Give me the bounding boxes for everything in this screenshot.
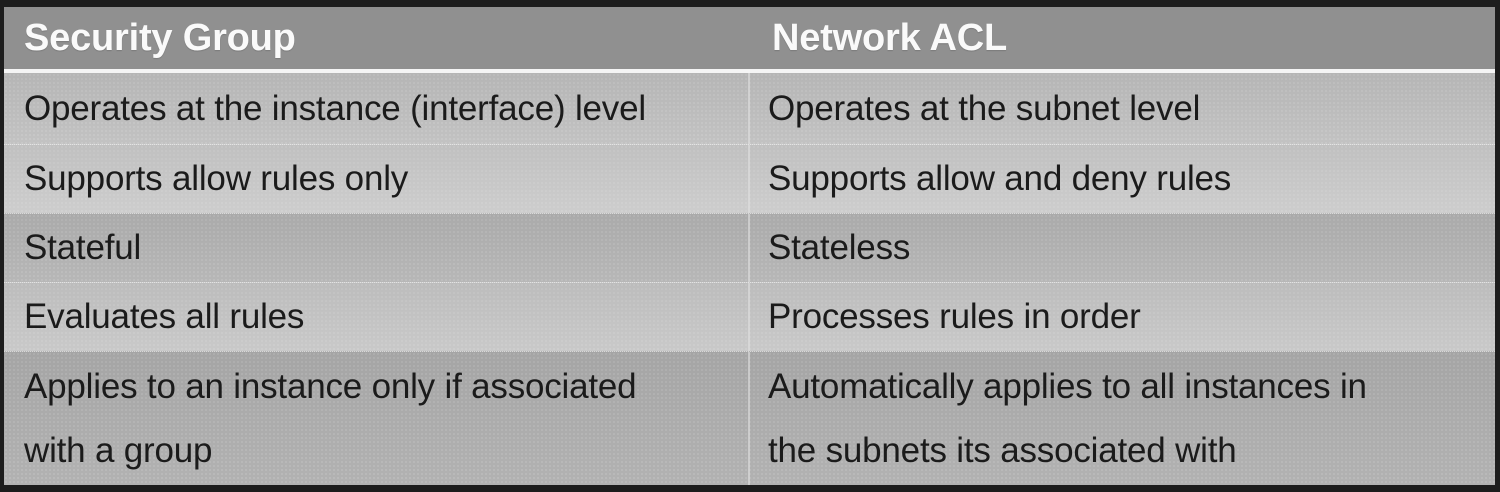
cell-acl-association: Automatically applies to all instances i… [748, 352, 1495, 485]
table-row: Supports allow rules only Supports allow… [4, 144, 1495, 213]
cell-sg-association: Applies to an instance only if associate… [24, 366, 637, 470]
table-row: Applies to an instance only if associate… [4, 351, 1495, 485]
cell-sg-rule-evaluation: Evaluates all rules [24, 297, 305, 336]
cell-acl-rules-support: Supports allow and deny rules [748, 145, 1495, 213]
column-header-network-acl: Network ACL [772, 16, 1007, 59]
table-row: Evaluates all rules Processes rules in o… [4, 282, 1495, 351]
cell-acl-operates-level: Operates at the subnet level [748, 73, 1495, 144]
column-header-security-group: Security Group [24, 16, 296, 59]
header-separator-line [4, 69, 1495, 73]
cell-sg-rules-support: Supports allow rules only [24, 159, 409, 198]
table-row: Operates at the instance (interface) lev… [4, 73, 1495, 144]
cell-acl-rule-evaluation: Processes rules in order [748, 283, 1495, 351]
cell-sg-statefulness: Stateful [24, 228, 142, 267]
table-body: Operates at the instance (interface) lev… [4, 73, 1495, 485]
cell-sg-operates-level: Operates at the instance (interface) lev… [24, 88, 646, 128]
table-header-row: Security Group Network ACL [4, 7, 1495, 69]
cell-acl-statefulness: Stateless [748, 214, 1495, 282]
table-row: Stateful Stateless [4, 213, 1495, 282]
